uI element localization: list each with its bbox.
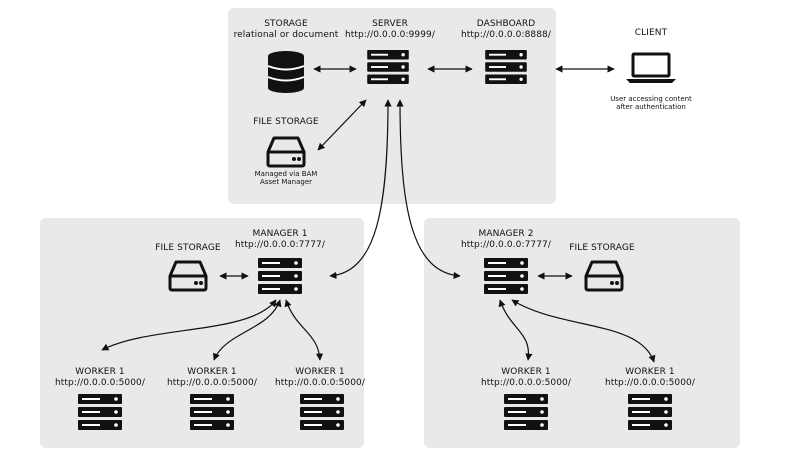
dashboard-title: DASHBOARD bbox=[476, 19, 536, 29]
worker-m2-a-label: WORKER 1 http://0.0.0.0:5000/ bbox=[481, 367, 571, 389]
worker-m1-b-label: WORKER 1 http://0.0.0.0:5000/ bbox=[167, 367, 257, 389]
manager2-label: MANAGER 2 http://0.0.0.0:7777/ bbox=[461, 229, 551, 251]
manager1-worker-c-connector bbox=[284, 299, 324, 361]
server-rack-icon bbox=[628, 394, 672, 430]
client-caption-line1: User accessing content bbox=[610, 95, 692, 103]
client-title: CLIENT bbox=[634, 28, 668, 38]
file-storage-server-connector bbox=[317, 99, 367, 151]
storage-label: STORAGE relational or document bbox=[234, 19, 339, 41]
server-rack-icon bbox=[367, 50, 409, 84]
server-rack-icon bbox=[484, 258, 528, 294]
file-storage-m1-label: FILE STORAGE bbox=[155, 243, 220, 254]
file-storage-m2-label: FILE STORAGE bbox=[569, 243, 634, 254]
dashboard-label: DASHBOARD http://0.0.0.0:8888/ bbox=[461, 19, 551, 41]
server-rack-icon bbox=[78, 394, 122, 430]
server-label: SERVER http://0.0.0.0:9999/ bbox=[345, 19, 435, 41]
file-storage-m2-title: FILE STORAGE bbox=[569, 243, 635, 253]
worker-m1-a-url: http://0.0.0.0:5000/ bbox=[54, 377, 146, 388]
server-rack-icon bbox=[190, 394, 234, 430]
server-manager1-connector bbox=[329, 99, 392, 280]
server-rack-icon bbox=[485, 50, 527, 84]
file-storage-m1-title: FILE STORAGE bbox=[155, 243, 221, 253]
laptop-icon bbox=[626, 52, 676, 84]
file-storage-top-caption-line1: Managed via BAM bbox=[254, 170, 318, 178]
manager2-url: http://0.0.0.0:7777/ bbox=[460, 239, 552, 250]
worker-m1-a-label: WORKER 1 http://0.0.0.0:5000/ bbox=[55, 367, 145, 389]
server-group-panel bbox=[228, 8, 556, 204]
manager1-title: MANAGER 1 bbox=[252, 229, 308, 239]
worker-m2-b-url: http://0.0.0.0:5000/ bbox=[604, 377, 696, 388]
file-storage-top-title: FILE STORAGE bbox=[253, 117, 319, 127]
worker-m1-a-title: WORKER 1 bbox=[75, 367, 125, 377]
server-title: SERVER bbox=[372, 19, 408, 29]
server-rack-icon bbox=[504, 394, 548, 430]
hard-drive-icon bbox=[168, 260, 208, 292]
server-rack-icon bbox=[300, 394, 344, 430]
dashboard-url: http://0.0.0.0:8888/ bbox=[460, 29, 552, 40]
worker-m1-c-title: WORKER 1 bbox=[295, 367, 345, 377]
manager1-url: http://0.0.0.0:7777/ bbox=[234, 239, 326, 250]
worker-m1-c-label: WORKER 1 http://0.0.0.0:5000/ bbox=[275, 367, 365, 389]
worker-m2-a-url: http://0.0.0.0:5000/ bbox=[480, 377, 572, 388]
worker-m2-b-label: WORKER 1 http://0.0.0.0:5000/ bbox=[605, 367, 695, 389]
worker-m1-c-url: http://0.0.0.0:5000/ bbox=[274, 377, 366, 388]
worker-m2-b-title: WORKER 1 bbox=[625, 367, 675, 377]
file-storage-top-caption: Managed via BAM Asset Manager bbox=[255, 170, 318, 187]
database-icon bbox=[267, 50, 305, 94]
server-rack-icon bbox=[258, 258, 302, 294]
client-caption: User accessing content after authenticat… bbox=[610, 95, 692, 112]
server-manager2-connector bbox=[396, 99, 461, 280]
hard-drive-icon bbox=[266, 136, 306, 168]
client-caption-line2: after authentication bbox=[616, 103, 686, 112]
manager1-worker-b-connector bbox=[213, 299, 282, 361]
worker-m1-b-title: WORKER 1 bbox=[187, 367, 237, 377]
file-storage-top-title-label: FILE STORAGE bbox=[253, 117, 318, 128]
hard-drive-icon bbox=[584, 260, 624, 292]
manager2-title: MANAGER 2 bbox=[478, 229, 534, 239]
manager1-worker-a-connector bbox=[101, 299, 277, 351]
worker-m1-b-url: http://0.0.0.0:5000/ bbox=[166, 377, 258, 388]
storage-title: STORAGE bbox=[264, 19, 308, 29]
worker-m2-a-title: WORKER 1 bbox=[501, 367, 551, 377]
client-title-label: CLIENT bbox=[635, 28, 667, 39]
manager2-worker-a-connector bbox=[498, 299, 533, 361]
storage-subtitle: relational or document bbox=[233, 29, 339, 40]
server-url: http://0.0.0.0:9999/ bbox=[344, 29, 436, 40]
file-storage-top-caption-line2: Asset Manager bbox=[259, 178, 313, 187]
manager1-label: MANAGER 1 http://0.0.0.0:7777/ bbox=[235, 229, 325, 251]
manager2-worker-b-connector bbox=[511, 299, 656, 363]
